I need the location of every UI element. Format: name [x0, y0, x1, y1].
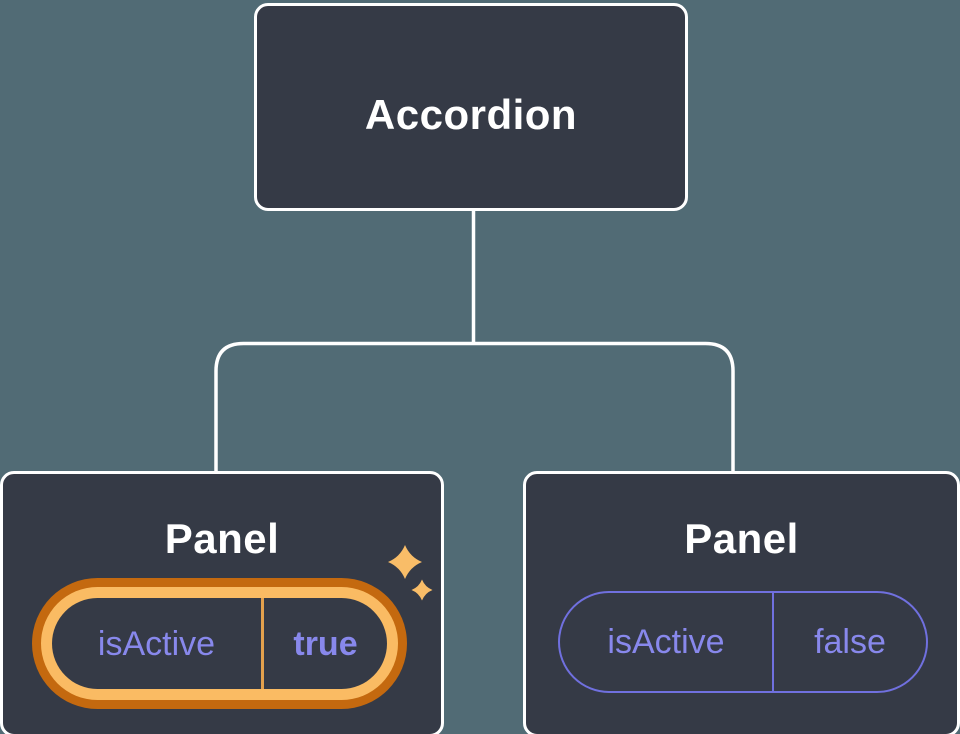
state-pill-highlight-ring-inner: isActive true: [41, 587, 398, 700]
state-pill: isActive false: [558, 591, 928, 693]
state-value: true: [261, 598, 387, 689]
state-key: isActive: [97, 624, 216, 663]
state-pill-highlight-ring: isActive true: [32, 578, 407, 709]
state-pill: isActive true: [52, 598, 387, 689]
sparkle-small: [411, 579, 433, 601]
sparkle-icon: [388, 545, 433, 601]
node-label: Accordion: [364, 91, 578, 138]
tree-node-panel-active: Panel isActive true: [0, 471, 444, 734]
tree-node-accordion: Accordion: [254, 3, 688, 211]
sparkle-large: [388, 545, 422, 579]
node-label: Panel: [684, 515, 799, 562]
state-key: isActive: [607, 623, 725, 661]
node-label: Panel: [164, 515, 280, 562]
state-value: false: [772, 593, 926, 691]
tree-node-panel-inactive: Panel isActive false: [523, 471, 960, 734]
